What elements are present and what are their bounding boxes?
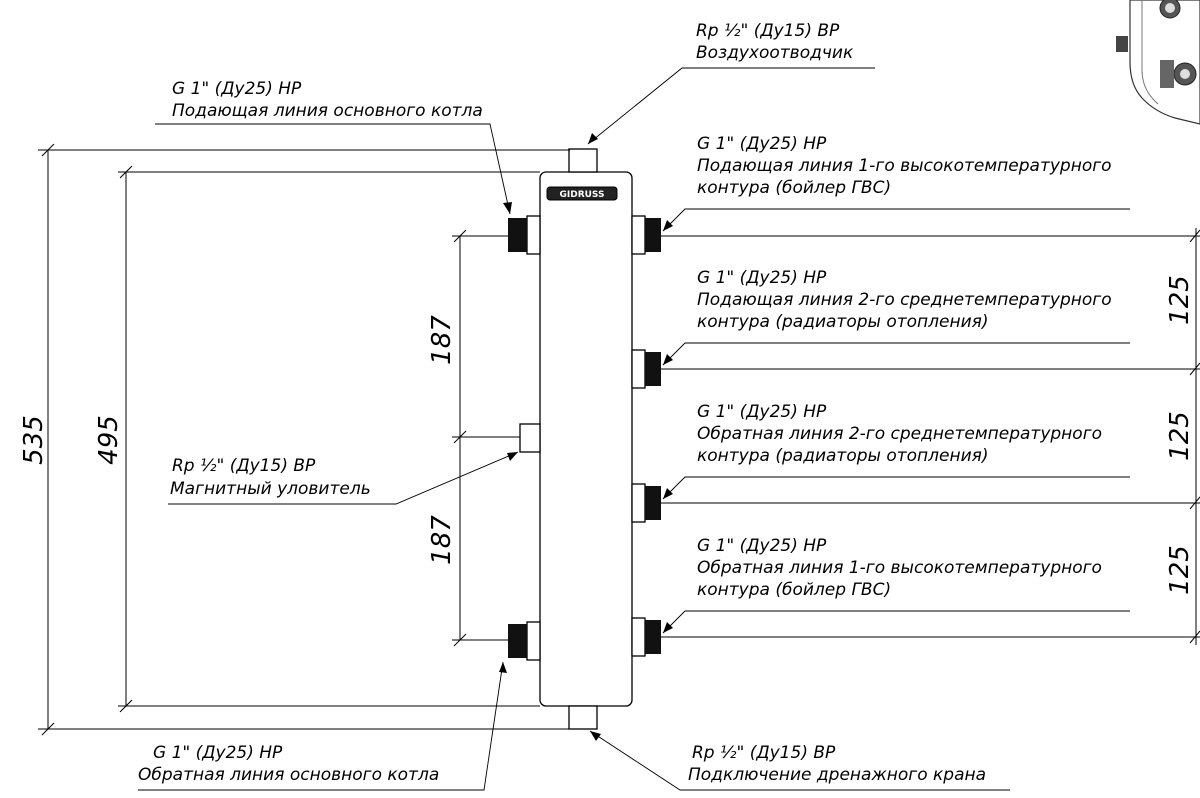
dim-lower-half: 187	[427, 515, 457, 565]
c1-supply-thread	[645, 218, 661, 252]
right-pipes	[631, 215, 661, 657]
drain-nozzle	[568, 705, 598, 730]
c2-return-pipe	[631, 483, 646, 523]
leader-lines	[138, 67, 1130, 791]
c2-return-name-1: Обратная линия 2-го среднетемпературного	[697, 424, 1102, 444]
c1-supply-size: G 1" (Ду25) НР	[697, 134, 827, 154]
magnet-name: Магнитный уловитель	[170, 479, 371, 499]
magnet-size: Rp ½" (Ду15) ВР	[172, 456, 316, 476]
c2-supply-name-1: Подающая линия 2-го среднетемпературного	[697, 290, 1112, 310]
main-supply-thread	[508, 218, 527, 252]
c1-supply-name-2: контура (бойлер ГВС)	[697, 178, 891, 198]
labels: Rp ½" (Ду15) ВР Воздухоотводчик G 1" (Ду…	[138, 21, 1112, 785]
logo-text: GIDRUSS	[559, 190, 604, 200]
air-vent-size: Rp ½" (Ду15) ВР	[696, 21, 840, 41]
main-return-name: Обратная линия основного котла	[138, 765, 439, 785]
main-return-thread	[508, 624, 527, 658]
c1-supply-name-1: Подающая линия 1-го высокотемпературного	[697, 156, 1112, 176]
main-supply-size: G 1" (Ду25) НР	[172, 79, 302, 99]
air-vent-name: Воздухоотводчик	[696, 43, 854, 63]
c1-return-pipe	[631, 617, 646, 657]
c2-supply-name-2: контура (радиаторы отопления)	[697, 312, 989, 332]
air-vent-nozzle	[568, 148, 598, 173]
main-supply-pipe	[526, 215, 541, 255]
drain-size: Rp ½" (Ду15) ВР	[692, 743, 836, 763]
dim-upper-half: 187	[427, 315, 457, 365]
magnet-nozzle	[519, 423, 541, 453]
separator-body: GIDRUSS	[539, 148, 633, 730]
c2-return-thread	[645, 486, 661, 520]
dimension-lines	[38, 143, 1200, 736]
c1-return-thread	[645, 620, 661, 654]
main-return-pipe	[526, 621, 541, 661]
c1-return-size: G 1" (Ду25) НР	[697, 536, 827, 556]
logo-plate	[546, 186, 618, 201]
c1-return-name-1: Обратная линия 1-го высокотемпературного	[697, 558, 1102, 578]
left-pipes	[508, 215, 541, 661]
dimension-values: 535 495 187 187 125 125 125	[19, 275, 1195, 595]
c2-supply-size: G 1" (Ду25) НР	[697, 268, 827, 288]
dim-spacing-2: 125	[1165, 411, 1195, 461]
c1-supply-pipe	[631, 215, 646, 255]
separator-housing	[539, 171, 633, 707]
c1-return-name-2: контура (бойлер ГВС)	[697, 580, 891, 600]
c2-supply-thread	[645, 352, 661, 386]
dim-overall: 535	[19, 415, 49, 465]
dim-spacing-1: 125	[1165, 275, 1195, 325]
dim-body: 495	[94, 415, 124, 465]
dim-spacing-3: 125	[1165, 545, 1195, 595]
drain-name: Подключение дренажного крана	[688, 765, 986, 785]
c2-return-size: G 1" (Ду25) НР	[697, 402, 827, 422]
product-thumbnail	[1116, 0, 1200, 125]
main-return-size: G 1" (Ду25) НР	[153, 743, 283, 763]
c2-return-name-2: контура (радиаторы отопления)	[697, 446, 989, 466]
main-supply-name: Подающая линия основного котла	[172, 101, 483, 121]
c2-supply-pipe	[631, 349, 646, 389]
